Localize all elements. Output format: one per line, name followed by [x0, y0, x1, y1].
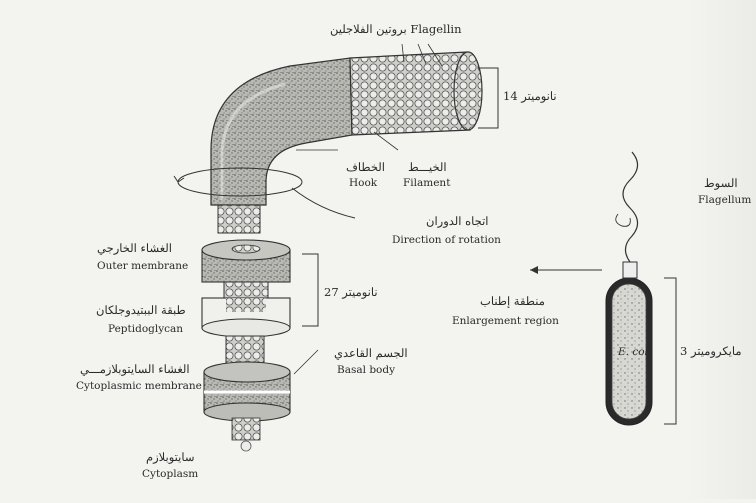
filament-cylinder: [350, 52, 482, 135]
nm14-label: 14 نانوميتر: [503, 89, 557, 103]
cytoplasm-beads: [232, 418, 260, 451]
peptidoglycan-ar-label: طبقة الببتيدوجلكان: [96, 303, 186, 317]
filament-ar-label: الخيـــط: [408, 160, 447, 174]
nm27-label: 27 نانوميتر: [324, 285, 378, 299]
hook-ar-label: الخطاف: [346, 160, 385, 174]
ecoli-label: E. coli: [618, 346, 651, 358]
flagellum-wave: [623, 152, 638, 262]
rotation-pointer: [292, 188, 355, 218]
page-edge-shadow: [686, 0, 756, 499]
hook-en-label: Hook: [349, 177, 377, 189]
l-ring: [202, 240, 290, 282]
filament-en-label: Filament: [403, 177, 450, 189]
peptidoglycan-en-label: Peptidoglycan: [108, 323, 183, 335]
cytoplasmic-membrane-ar-label: الغشاء السايتوبلازمـــي: [80, 362, 190, 376]
basal-body-ar-label: الجسم القاعدي: [334, 346, 408, 360]
rod-top: [218, 205, 260, 233]
cytoplasm-ar-label: سايتوبلازم: [146, 450, 195, 464]
rotation-en-label: Direction of rotation: [392, 234, 501, 246]
flagellin-label: بروتين الفلاجلين Flagellin: [330, 22, 461, 36]
basal-body-en-label: Basal body: [337, 364, 395, 376]
ms-ring: [204, 362, 290, 421]
rotation-ar-label: اتجاه الدوران: [426, 214, 489, 228]
bracket-3um: [664, 278, 676, 424]
enlargement-en-label: Enlargement region: [452, 315, 559, 327]
ecoli-cell: [606, 262, 652, 425]
um3-label: 3 مايكروميتر: [680, 344, 742, 358]
cytoplasm-en-label: Cytoplasm: [142, 468, 198, 480]
hook-tube: [211, 58, 352, 205]
p-ring: [202, 298, 290, 337]
flagellum-ar-label: السوط: [704, 176, 738, 190]
cytoplasmic-membrane-en-label: Cytoplasmic membrane: [76, 380, 202, 392]
direction-arrow: [530, 266, 602, 274]
outer-membrane-ar-label: الغشاء الخارجي: [97, 241, 172, 255]
flagellum-en-label: Flagellum: [698, 194, 751, 206]
enlargement-ar-label: منطقة إطناب: [480, 294, 545, 308]
outer-membrane-en-label: Outer membrane: [97, 260, 188, 272]
bracket-27nm: [302, 254, 318, 326]
enlargement-box: [623, 262, 637, 278]
